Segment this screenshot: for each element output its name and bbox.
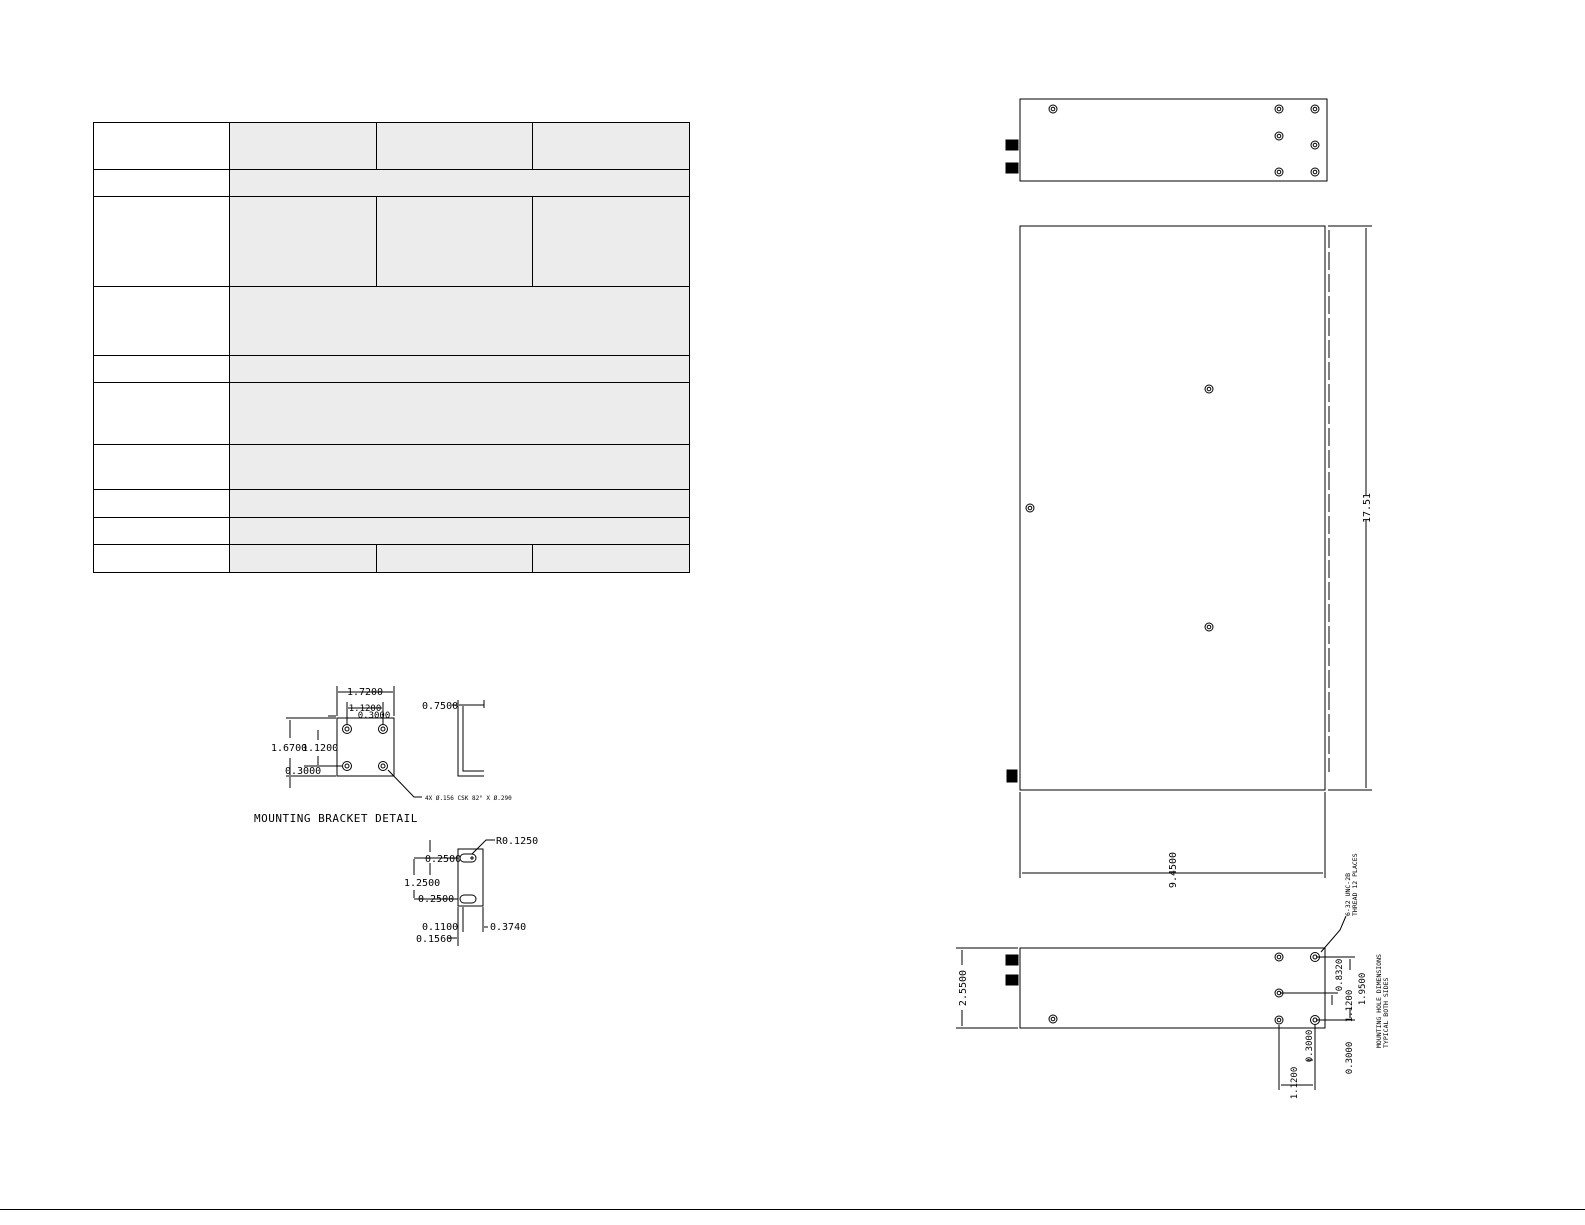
dim-chassis-length: 17.51 — [1362, 493, 1373, 523]
table-cell — [229, 516, 690, 546]
slot-radius: R0.1250 — [496, 836, 538, 847]
table-row — [93, 489, 690, 518]
dim-slot-b: 0.1560 — [416, 934, 452, 945]
table-cell — [376, 196, 533, 288]
table-cell — [229, 544, 377, 573]
bracket-hole — [342, 724, 352, 734]
table-row — [93, 354, 690, 384]
chassis-drawing: 17.51 9.4500 2.5500 6-32 UNC-2B THREAD 1… — [956, 98, 1390, 1100]
chassis-plan-view — [1019, 225, 1326, 791]
table-cell — [93, 489, 230, 518]
table-cell — [93, 122, 230, 170]
table-cell — [93, 544, 230, 573]
dim-1120-b: 1.1200 — [1290, 1067, 1300, 1100]
table-row — [93, 168, 690, 198]
table-cell — [229, 168, 690, 198]
slot-bottom — [459, 894, 477, 904]
dim-bracket-height: 1.6700 — [271, 743, 307, 754]
slot-top — [459, 853, 477, 863]
dim-slot-bottom: 0.2500 — [418, 894, 454, 905]
dim-0832: 0.8320 — [1335, 959, 1345, 992]
bracket-hole — [378, 761, 388, 771]
dim-bracket-hole-span: 1.1200 — [349, 704, 382, 714]
table-cell — [93, 286, 230, 356]
table-cell — [376, 544, 533, 573]
slot-bracket — [457, 848, 484, 907]
dim-1120: 1.1200 — [1345, 990, 1355, 1023]
mount-note-line-1: MOUNTING HOLE DIMENSIONS — [1375, 954, 1383, 1048]
dim-1950: 1.9500 — [1358, 973, 1368, 1006]
table-cell — [229, 489, 690, 518]
table-row — [93, 122, 690, 170]
chassis-side-view — [1019, 947, 1326, 1029]
dim-bracket-hole-vspan: 1.1200 — [302, 743, 338, 754]
table-row — [93, 443, 690, 491]
dim-0300-b: 0.3000 — [1345, 1042, 1355, 1075]
dim-bracket-side-depth: 0.7500 — [422, 701, 458, 712]
table-cell — [532, 122, 690, 170]
table-cell — [229, 122, 377, 170]
dim-chassis-width: 9.4500 — [1168, 852, 1179, 888]
bracket-hole — [378, 724, 388, 734]
mounting-bracket-drawing: 1.7200 1.1200 0.3000 1.6700 1.1200 0.300… — [271, 686, 512, 802]
table-cell — [229, 196, 377, 288]
table-cell — [229, 354, 690, 384]
table-row — [93, 516, 690, 546]
bracket-plate — [336, 717, 395, 777]
dim-slot-a: 0.1100 — [422, 922, 458, 933]
thread-note-line-2: THREAD 12 PLACES — [1351, 853, 1359, 916]
table-cell — [229, 382, 690, 445]
table-row — [93, 286, 690, 356]
table-cell — [93, 443, 230, 491]
table-row — [93, 544, 690, 573]
chassis-end-view — [1019, 98, 1328, 182]
table-cell — [532, 544, 690, 573]
bracket-hole — [342, 761, 352, 771]
table-cell — [229, 286, 690, 356]
dim-slot-pitch: 1.2500 — [404, 878, 440, 889]
hole-callout: 4X Ø.156 CSK 82° X Ø.290 — [425, 795, 512, 802]
table-cell — [229, 443, 690, 491]
table-cell — [93, 516, 230, 546]
mount-note-line-2: TYPICAL BOTH SIDES — [1382, 977, 1390, 1048]
dim-0300-a: 0.3000 — [1305, 1030, 1315, 1063]
bracket-caption: MOUNTING BRACKET DETAIL — [254, 812, 418, 825]
table-cell — [93, 168, 230, 198]
table-cell — [93, 354, 230, 384]
dim-bracket-width: 1.7200 — [347, 687, 383, 698]
table-cell — [376, 122, 533, 170]
table-cell — [532, 196, 690, 288]
table-cell — [93, 382, 230, 445]
page-bottom-rule — [0, 1209, 1585, 1210]
slot-detail-drawing: R0.1250 0.2500 1.2500 0.2500 0.1100 0.15… — [404, 836, 538, 946]
table-cell — [93, 196, 230, 288]
spec-table — [93, 122, 690, 573]
table-row — [93, 382, 690, 445]
dim-slot-c: 0.3740 — [490, 922, 526, 933]
dim-bracket-edge: 0.3000 — [358, 711, 391, 721]
dim-slot-top: 0.2500 — [425, 854, 461, 865]
dim-bracket-bottom-edge: 0.3000 — [285, 766, 321, 777]
thread-note-line-1: 6-32 UNC-2B — [1344, 873, 1352, 916]
table-row — [93, 196, 690, 288]
dim-chassis-height: 2.5500 — [958, 970, 969, 1006]
